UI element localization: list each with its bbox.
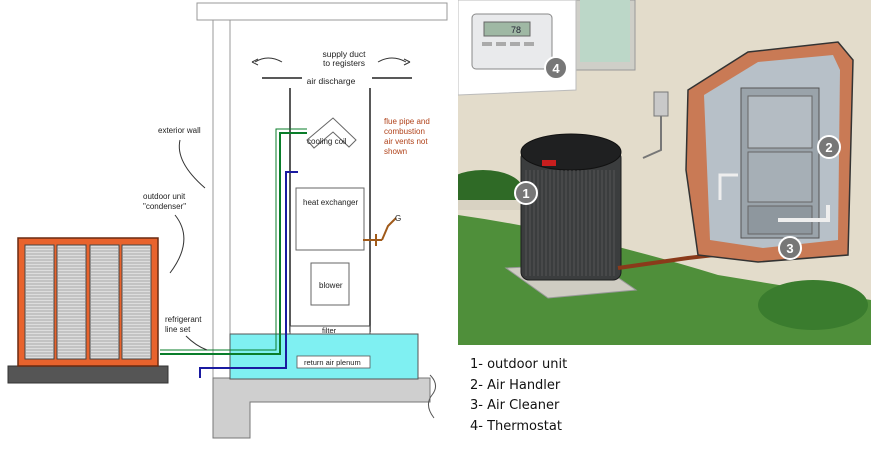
heat-exchanger-label: heat exchanger bbox=[303, 198, 358, 207]
condenser-top bbox=[520, 133, 622, 171]
exterior-wall bbox=[212, 19, 231, 401]
supply-arrowhead-right bbox=[403, 58, 411, 66]
exterior-wall-label: exterior wall bbox=[158, 126, 201, 135]
conduit bbox=[642, 116, 662, 159]
pipe-right bbox=[778, 205, 830, 222]
hvac-schematic: supply duct to registers air discharge c… bbox=[7, 2, 448, 439]
flue-label-3: air vents not bbox=[384, 137, 428, 146]
air-handler-top-panel bbox=[747, 95, 813, 149]
air-handler-mid-panel bbox=[747, 151, 813, 203]
thermostat-screen bbox=[483, 21, 531, 37]
supply-duct-label-2: to registers bbox=[323, 58, 365, 68]
return-air-label: return air plenum bbox=[304, 358, 361, 367]
cooling-coil-shape bbox=[306, 117, 357, 149]
outdoor-unit-pointer bbox=[169, 214, 185, 274]
disconnect-box bbox=[653, 91, 669, 117]
supply-arrow-right bbox=[377, 57, 407, 63]
marker-2: 2 bbox=[817, 135, 841, 159]
legend-item-thermostat: 4- Thermostat bbox=[470, 418, 562, 434]
bush-left bbox=[458, 170, 523, 210]
gas-line bbox=[363, 217, 397, 246]
marker-1: 1 bbox=[514, 181, 538, 205]
filter-label: filter bbox=[322, 326, 337, 335]
condenser-base bbox=[7, 365, 169, 384]
supply-arrowhead-left bbox=[251, 58, 259, 66]
hvac-illustration: 78 1 2 3 4 bbox=[458, 0, 871, 345]
pipe-left bbox=[718, 173, 738, 200]
refrigerant-line-green bbox=[160, 132, 307, 355]
legend-item-air-cleaner: 3- Air Cleaner bbox=[470, 398, 560, 413]
svg-text:1: 1 bbox=[522, 186, 529, 201]
air-discharge-label: air discharge bbox=[307, 76, 356, 86]
refrigerant-pointer bbox=[185, 335, 208, 351]
brand-badge bbox=[542, 160, 556, 166]
foundation bbox=[212, 377, 431, 439]
refrigerant-line-blue bbox=[199, 171, 298, 378]
refrigerant-label-1: refrigerant bbox=[165, 315, 202, 324]
legend-item-air-handler: 2- Air Handler bbox=[470, 377, 561, 393]
outdoor-unit-label-2: "condenser" bbox=[143, 202, 186, 211]
heat-exchanger-box bbox=[295, 187, 365, 251]
svg-text:4: 4 bbox=[552, 61, 560, 76]
thermostat-buttons bbox=[482, 42, 534, 46]
legend-item-outdoor-unit: 1- outdoor unit bbox=[470, 357, 568, 372]
grille-lines bbox=[26, 247, 150, 357]
roof-outline bbox=[196, 2, 448, 21]
gas-label: G bbox=[395, 214, 401, 223]
svg-text:2: 2 bbox=[825, 140, 832, 155]
return-air-label-box bbox=[296, 355, 371, 369]
exterior-wall-pointer bbox=[178, 139, 206, 189]
blower-label: blower bbox=[319, 281, 343, 290]
legend: 1- outdoor unit 2- Air Handler 3- Air Cl… bbox=[470, 355, 850, 437]
supply-arrow-left bbox=[254, 57, 283, 63]
flue-label-1: flue pipe and bbox=[384, 117, 430, 126]
flue-label-4: shown bbox=[384, 147, 407, 156]
planter-left bbox=[458, 200, 523, 210]
refrigerant-label-2: line set bbox=[165, 325, 191, 334]
thermostat-reading: 78 bbox=[511, 25, 521, 35]
marker-4: 4 bbox=[544, 56, 568, 80]
outdoor-unit-label-1: outdoor unit bbox=[143, 192, 186, 201]
marker-3: 3 bbox=[778, 236, 802, 260]
window-glass bbox=[580, 0, 630, 62]
refrigerant-line-green-thin bbox=[160, 128, 307, 351]
flue-label-2: combustion bbox=[384, 127, 425, 136]
condenser-fins bbox=[525, 170, 615, 276]
bush-right bbox=[758, 280, 868, 330]
break-line bbox=[428, 374, 436, 419]
svg-text:3: 3 bbox=[786, 241, 793, 256]
supply-duct-label-1: supply duct bbox=[323, 49, 367, 59]
cooling-coil-label: cooling coil bbox=[307, 137, 347, 146]
blower-box bbox=[310, 262, 350, 306]
